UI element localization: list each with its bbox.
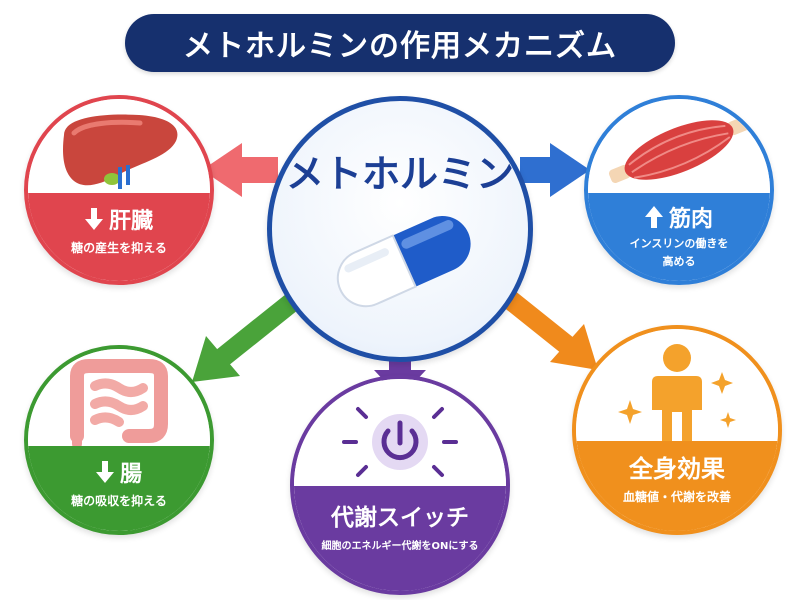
switch-label: 代謝スイッチ [331, 505, 469, 531]
arrow-to-muscle [520, 143, 590, 197]
switch-description: 細胞のエネルギー代謝をONにする [321, 541, 479, 552]
muscle-image-area [588, 99, 770, 201]
body-label-row: 全身効果 [629, 449, 725, 484]
intestine-label: 腸 [119, 462, 142, 487]
switch-label-row: 代謝スイッチ [331, 498, 469, 532]
liver-label: 肝臓 [108, 209, 153, 234]
body-label: 全身効果 [629, 455, 725, 483]
body-image-area [576, 329, 778, 449]
intestine-band: 腸 糖の吸収を抑える [28, 446, 210, 531]
muscle-label-row: 筋肉 [644, 201, 713, 233]
muscle-label: 筋肉 [668, 207, 713, 232]
liver-description: 糖の産生を抑える [71, 241, 167, 255]
liver-label-row: 肝臓 [84, 203, 153, 235]
title-banner: メトホルミンの作用メカニズム [125, 14, 675, 72]
up-arrow-icon [644, 206, 663, 228]
person-icon [618, 343, 736, 444]
liver-icon [63, 114, 178, 189]
down-arrow-icon [84, 208, 103, 230]
muscle-description-line1: インスリンの働きを [629, 237, 729, 250]
node-muscle: 筋肉 インスリンの働きを 高める [584, 95, 774, 285]
center-label: メトホルミン [285, 152, 514, 196]
liver-band: 肝臓 糖の産生を抑える [28, 193, 210, 281]
node-metabolic-switch: 代謝スイッチ 細胞のエネルギー代謝をONにする [290, 375, 510, 595]
switch-image-area [294, 379, 506, 494]
capsule-icon [312, 206, 492, 316]
body-description: 血糖値・代謝を改善 [622, 490, 731, 504]
node-intestine: 腸 糖の吸収を抑える [24, 345, 214, 535]
sparkle-icon [711, 371, 733, 394]
muscle-icon [608, 116, 750, 184]
node-whole-body: 全身効果 血糖値・代謝を改善 [572, 325, 782, 535]
muscle-band: 筋肉 インスリンの働きを 高める [588, 193, 770, 281]
page-title: メトホルミンの作用メカニズム [183, 29, 617, 64]
power-icon [342, 406, 458, 477]
intestine-label-row: 腸 [95, 456, 142, 488]
node-liver: 肝臓 糖の産生を抑える [24, 95, 214, 285]
switch-band: 代謝スイッチ 細胞のエネルギー代謝をONにする [294, 486, 506, 591]
sparkle-icon [618, 399, 642, 424]
intestine-description: 糖の吸収を抑える [71, 494, 167, 508]
intestine-icon [70, 359, 168, 449]
down-arrow-icon [95, 461, 114, 483]
liver-image-area [28, 99, 210, 201]
arrow-to-liver [202, 143, 278, 197]
sparkle-icon [720, 411, 736, 428]
center-node-metformin: メトホルミン [267, 96, 533, 362]
body-band: 全身効果 血糖値・代謝を改善 [576, 441, 778, 531]
intestine-image-area [28, 349, 210, 454]
muscle-description-line2: 高める [662, 255, 696, 269]
